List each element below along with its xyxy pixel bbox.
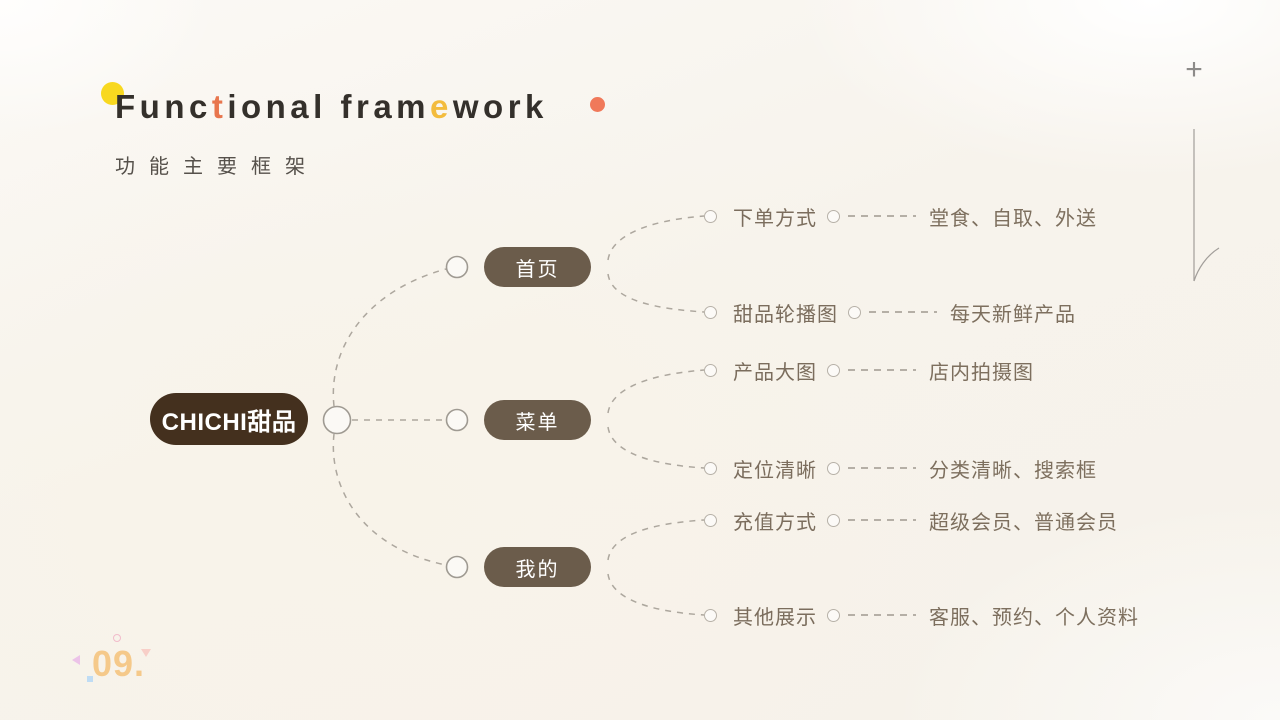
leaf-row: 充值方式 超级会员、普通会员 <box>704 506 1118 534</box>
leaf-row: 下单方式 堂食、自取、外送 <box>704 202 1097 230</box>
leaf-label: 充值方式 <box>733 511 817 534</box>
leaf-label: 下单方式 <box>733 207 817 230</box>
branch2-curve-down <box>607 426 705 469</box>
yellow-dot-decoration <box>101 82 124 105</box>
square-decoration <box>87 676 93 682</box>
leaf-row: 定位清晰 分类清晰、搜索框 <box>704 454 1097 482</box>
plus-icon: + <box>1185 53 1203 86</box>
junction-circle-icon <box>445 555 469 579</box>
leaf-description: 店内拍摄图 <box>929 361 1034 384</box>
leaf-row: 其他展示 客服、预约、个人资料 <box>704 601 1139 629</box>
leaf-label: 产品大图 <box>733 361 817 384</box>
junction-dot-icon <box>704 209 717 223</box>
dashed-connector <box>848 215 916 217</box>
junction-dot-icon <box>704 608 717 622</box>
leaf-description: 堂食、自取、外送 <box>929 207 1097 230</box>
junction-dot-icon <box>827 461 840 475</box>
leaf-label: 其他展示 <box>733 606 817 629</box>
leaf-row: 产品大图 店内拍摄图 <box>704 356 1034 384</box>
triangle-left-decoration <box>72 655 80 665</box>
branch-node-home: 首页 <box>484 247 591 287</box>
junction-dot-icon <box>827 363 840 377</box>
title-segment: Func <box>115 88 212 125</box>
junction-circle-icon <box>322 405 352 435</box>
junction-dot-icon <box>704 461 717 475</box>
junction-circle-icon <box>445 255 469 279</box>
branch3-curve-down <box>607 573 705 616</box>
leaf-label: 定位清晰 <box>733 459 817 482</box>
page-subtitle: 功能主要框架 <box>115 156 319 178</box>
junction-dot-icon <box>827 513 840 527</box>
branch2-curve-up <box>607 369 705 414</box>
junction-circle-icon <box>445 408 469 432</box>
dashed-connector <box>848 467 916 469</box>
dashed-connector <box>869 311 937 313</box>
root-arc-up <box>332 268 447 407</box>
branch-node-menu: 菜单 <box>484 400 591 440</box>
junction-dot-icon <box>704 305 717 319</box>
title-segment: work <box>452 88 548 125</box>
page-title: Functional framework <box>115 88 548 126</box>
orange-dot-decoration <box>590 97 605 112</box>
branch1-curve-down <box>607 273 705 313</box>
dashed-connector <box>848 614 916 616</box>
page-number: 09. <box>92 643 146 684</box>
leaf-row: 甜品轮播图 每天新鲜产品 <box>704 298 1076 326</box>
dashed-connector <box>848 519 916 521</box>
title-segment-accent: e <box>430 88 453 125</box>
leaf-description: 分类清晰、搜索框 <box>929 459 1097 482</box>
leaf-description: 客服、预约、个人资料 <box>929 606 1139 629</box>
branch1-curve-up <box>607 215 705 261</box>
triangle-down-decoration <box>141 649 151 657</box>
circle-outline-decoration <box>113 634 121 642</box>
margin-line-decoration <box>1193 129 1220 282</box>
junction-dot-icon <box>704 363 717 377</box>
junction-dot-icon <box>827 209 840 223</box>
root-arc-down <box>332 433 447 566</box>
junction-dot-icon <box>848 305 861 319</box>
leaf-description: 超级会员、普通会员 <box>929 511 1118 534</box>
title-segment-accent: t <box>211 88 228 125</box>
dashed-connector <box>848 369 916 371</box>
title-segment: ional fram <box>227 88 431 125</box>
mindmap-root-node: CHICHI甜品 <box>150 393 308 445</box>
junction-dot-icon <box>704 513 717 527</box>
leaf-description: 每天新鲜产品 <box>950 303 1076 326</box>
branch-node-mine: 我的 <box>484 547 591 587</box>
leaf-label: 甜品轮播图 <box>733 303 838 326</box>
branch3-curve-up <box>607 519 705 561</box>
junction-dot-icon <box>827 608 840 622</box>
